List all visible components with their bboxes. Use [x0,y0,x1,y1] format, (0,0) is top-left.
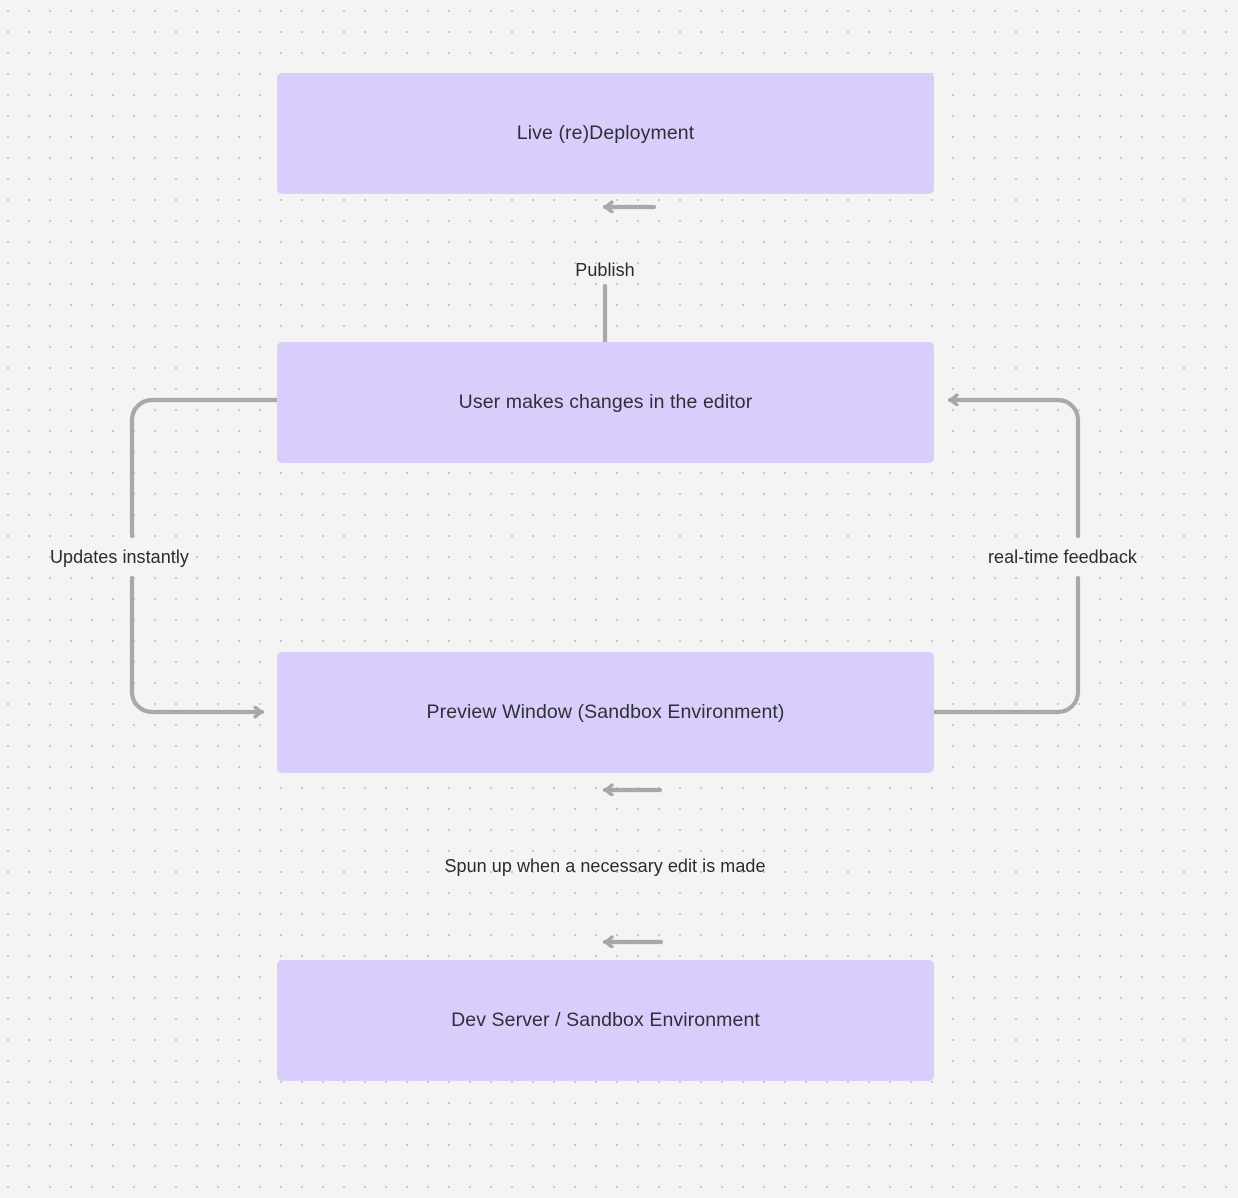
node-live-deployment[interactable]: Live (re)Deployment [277,73,934,194]
edge-label-publish: Publish [575,260,635,280]
node-user-edits[interactable]: User makes changes in the editor [277,342,934,463]
edge-label-real-time-feedback: real-time feedback [988,547,1137,567]
node-dev-server[interactable]: Dev Server / Sandbox Environment [277,960,934,1081]
node-label-preview-window: Preview Window (Sandbox Environment) [426,701,785,724]
edge-label-updates-instantly: Updates instantly [50,547,189,567]
edge-label-spun-up: Spun up when a necessary edit is made [444,856,766,876]
node-label-live-deployment: Live (re)Deployment [516,122,695,145]
node-label-user-edits: User makes changes in the editor [458,391,753,414]
node-preview-window[interactable]: Preview Window (Sandbox Environment) [277,652,934,773]
node-label-dev-server: Dev Server / Sandbox Environment [451,1009,760,1032]
